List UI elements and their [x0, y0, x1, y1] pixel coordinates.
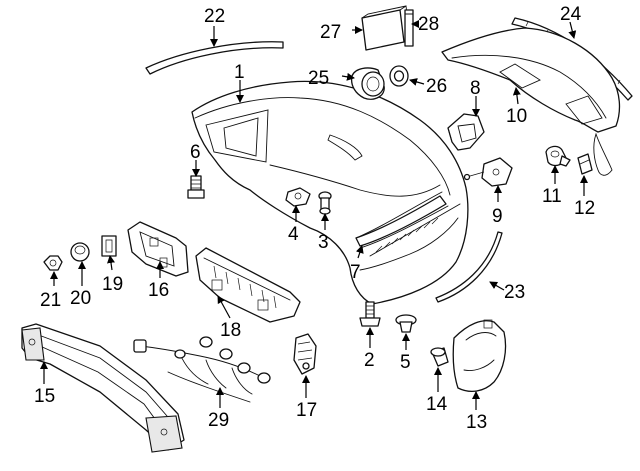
callout-24: 24: [560, 4, 582, 25]
callout-8: 8: [470, 78, 481, 99]
part-18-absorber: [195, 247, 301, 323]
part-7-reflector: [355, 195, 447, 247]
callout-10: 10: [506, 106, 527, 127]
part-23-edge-molding: [435, 231, 503, 303]
part-6-bolt: [187, 175, 205, 199]
callout-9: 9: [492, 206, 503, 227]
part-26-ring: [389, 65, 409, 87]
part-4-clip: [285, 187, 311, 207]
callout-11: 11: [542, 186, 562, 207]
callout-25: 25: [308, 68, 329, 89]
callout-17: 17: [296, 400, 317, 421]
callout-16: 16: [148, 280, 169, 301]
callout-15: 15: [34, 386, 55, 407]
part-20-grommet: [70, 242, 90, 262]
callout-2: 2: [364, 350, 375, 371]
part-15-reinforcement: [21, 323, 185, 453]
callout-29: 29: [208, 410, 229, 431]
callout-20: 20: [70, 288, 91, 309]
part-12-retainer: [577, 153, 593, 175]
callout-23: 23: [504, 282, 525, 303]
part-2-bolt: [359, 301, 381, 327]
part-3-fastener: [318, 191, 332, 215]
callout-21: 21: [40, 290, 61, 311]
callout-22: 22: [204, 6, 225, 27]
part-5-rivet: [395, 314, 417, 333]
callout-3: 3: [318, 232, 329, 253]
part-9-bracket: [463, 157, 513, 187]
part-10-lower-panel: [441, 27, 621, 176]
callout-4: 4: [288, 224, 299, 245]
part-25-sensor: [350, 67, 385, 100]
callout-19: 19: [102, 274, 123, 295]
callout-28: 28: [418, 14, 439, 35]
part-29-harness: [133, 336, 271, 403]
part-8-bracket: [447, 113, 485, 151]
callout-27: 27: [320, 22, 341, 43]
part-16-side-bracket: [127, 221, 189, 277]
callout-13: 13: [466, 412, 487, 433]
callout-7: 7: [350, 262, 361, 283]
callout-1: 1: [234, 62, 245, 83]
part-21-nut: [43, 255, 63, 271]
part-1-bumper-cover: [191, 80, 469, 305]
callout-5: 5: [400, 352, 411, 373]
part-19-clip: [101, 235, 117, 257]
part-14-plug: [430, 347, 449, 367]
callout-18: 18: [220, 320, 241, 341]
leader-lines: [40, 20, 588, 410]
part-17-connector: [293, 333, 317, 375]
callout-12: 12: [574, 198, 595, 219]
part-27-module: [361, 5, 411, 51]
callouts: 22 1 6 4 3 7 27 28 25 26 24 10 8 9 11 12…: [34, 4, 595, 433]
part-22-molding: [145, 41, 284, 75]
callout-14: 14: [426, 394, 448, 415]
part-13-splash-shield: [452, 319, 507, 393]
part-28-bracket: [404, 9, 414, 47]
callout-6: 6: [190, 142, 201, 163]
part-11-clip: [545, 145, 571, 167]
callout-26: 26: [426, 76, 447, 97]
